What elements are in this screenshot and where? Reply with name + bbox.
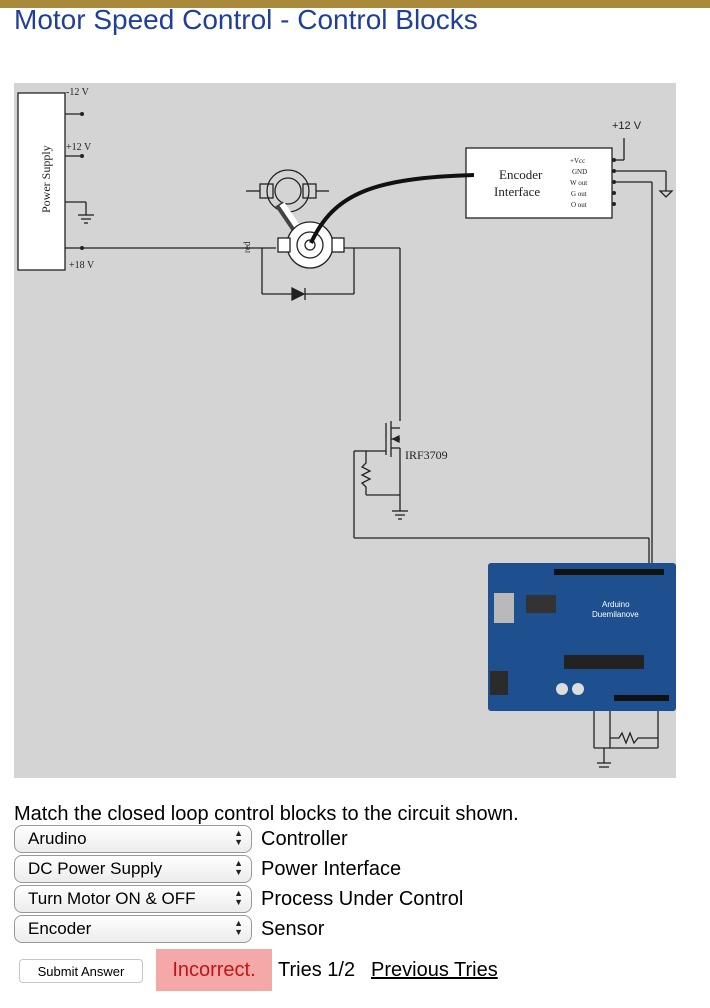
pin-gnd: GND bbox=[572, 168, 587, 176]
block-row-process: Turn Motor ON & OFF ▲▼ Process Under Con… bbox=[14, 884, 463, 914]
power-interface-label: Power Interface bbox=[261, 857, 402, 880]
pin-wout: W out bbox=[570, 179, 587, 187]
block-row-controller: Arudino ▲▼ Controller bbox=[14, 824, 348, 854]
controller-select-value: Arudino bbox=[28, 829, 87, 848]
motor-wire-label: red bbox=[242, 241, 252, 253]
pin-oout: O out bbox=[571, 201, 587, 209]
pin-gout: G out bbox=[571, 190, 587, 198]
submit-answer-button[interactable]: Submit Answer bbox=[19, 959, 143, 983]
block-row-sensor: Encoder ▲▼ Sensor bbox=[14, 914, 324, 944]
question-prompt: Match the closed loop control blocks to … bbox=[14, 803, 519, 825]
page-title: Motor Speed Control - Control Blocks bbox=[14, 4, 478, 35]
power-interface-select-value: DC Power Supply bbox=[28, 859, 163, 878]
controller-label: Controller bbox=[261, 827, 348, 850]
sensor-select-value: Encoder bbox=[28, 919, 92, 938]
status-badge: Incorrect. bbox=[156, 949, 272, 991]
sensor-select[interactable]: Encoder ▲▼ bbox=[14, 915, 252, 943]
tries-counter: Tries 1/2 bbox=[278, 959, 356, 981]
previous-tries-link[interactable]: Previous Tries bbox=[371, 959, 498, 981]
circuit-diagram: Power Supply -12 V +12 V +18 V red Encod… bbox=[14, 83, 676, 778]
select-arrows-icon: ▲▼ bbox=[234, 858, 243, 877]
select-arrows-icon: ▲▼ bbox=[234, 918, 243, 937]
process-select[interactable]: Turn Motor ON & OFF ▲▼ bbox=[14, 885, 252, 913]
minus-12v-label: -12 V bbox=[66, 87, 90, 98]
plus-18v-label: +18 V bbox=[69, 260, 95, 271]
select-arrows-icon: ▲▼ bbox=[234, 888, 243, 907]
mosfet-label: IRF3709 bbox=[405, 448, 448, 462]
arduino-board bbox=[488, 563, 676, 711]
block-row-power-interface: DC Power Supply ▲▼ Power Interface bbox=[14, 854, 401, 884]
select-arrows-icon: ▲▼ bbox=[234, 828, 243, 847]
top-accent-bar bbox=[0, 0, 710, 8]
encoder-voltage-label: +12 V bbox=[612, 120, 642, 132]
process-select-value: Turn Motor ON & OFF bbox=[28, 889, 196, 908]
pin-vcc: +Vcc bbox=[570, 157, 585, 165]
encoder-interface-box bbox=[465, 147, 613, 219]
encoder-label-line1: Encoder bbox=[499, 167, 543, 182]
arduino-label-line2: Duemilanove bbox=[592, 610, 639, 619]
plus-12v-label: +12 V bbox=[66, 142, 92, 153]
sensor-label: Sensor bbox=[261, 917, 325, 940]
power-interface-select[interactable]: DC Power Supply ▲▼ bbox=[14, 855, 252, 883]
power-supply-box bbox=[17, 92, 66, 271]
process-label: Process Under Control bbox=[261, 887, 464, 910]
controller-select[interactable]: Arudino ▲▼ bbox=[14, 825, 252, 853]
power-supply-label: Power Supply bbox=[39, 145, 53, 213]
encoder-label-line2: Interface bbox=[494, 184, 540, 199]
arduino-label-line1: Arduino bbox=[602, 600, 630, 609]
